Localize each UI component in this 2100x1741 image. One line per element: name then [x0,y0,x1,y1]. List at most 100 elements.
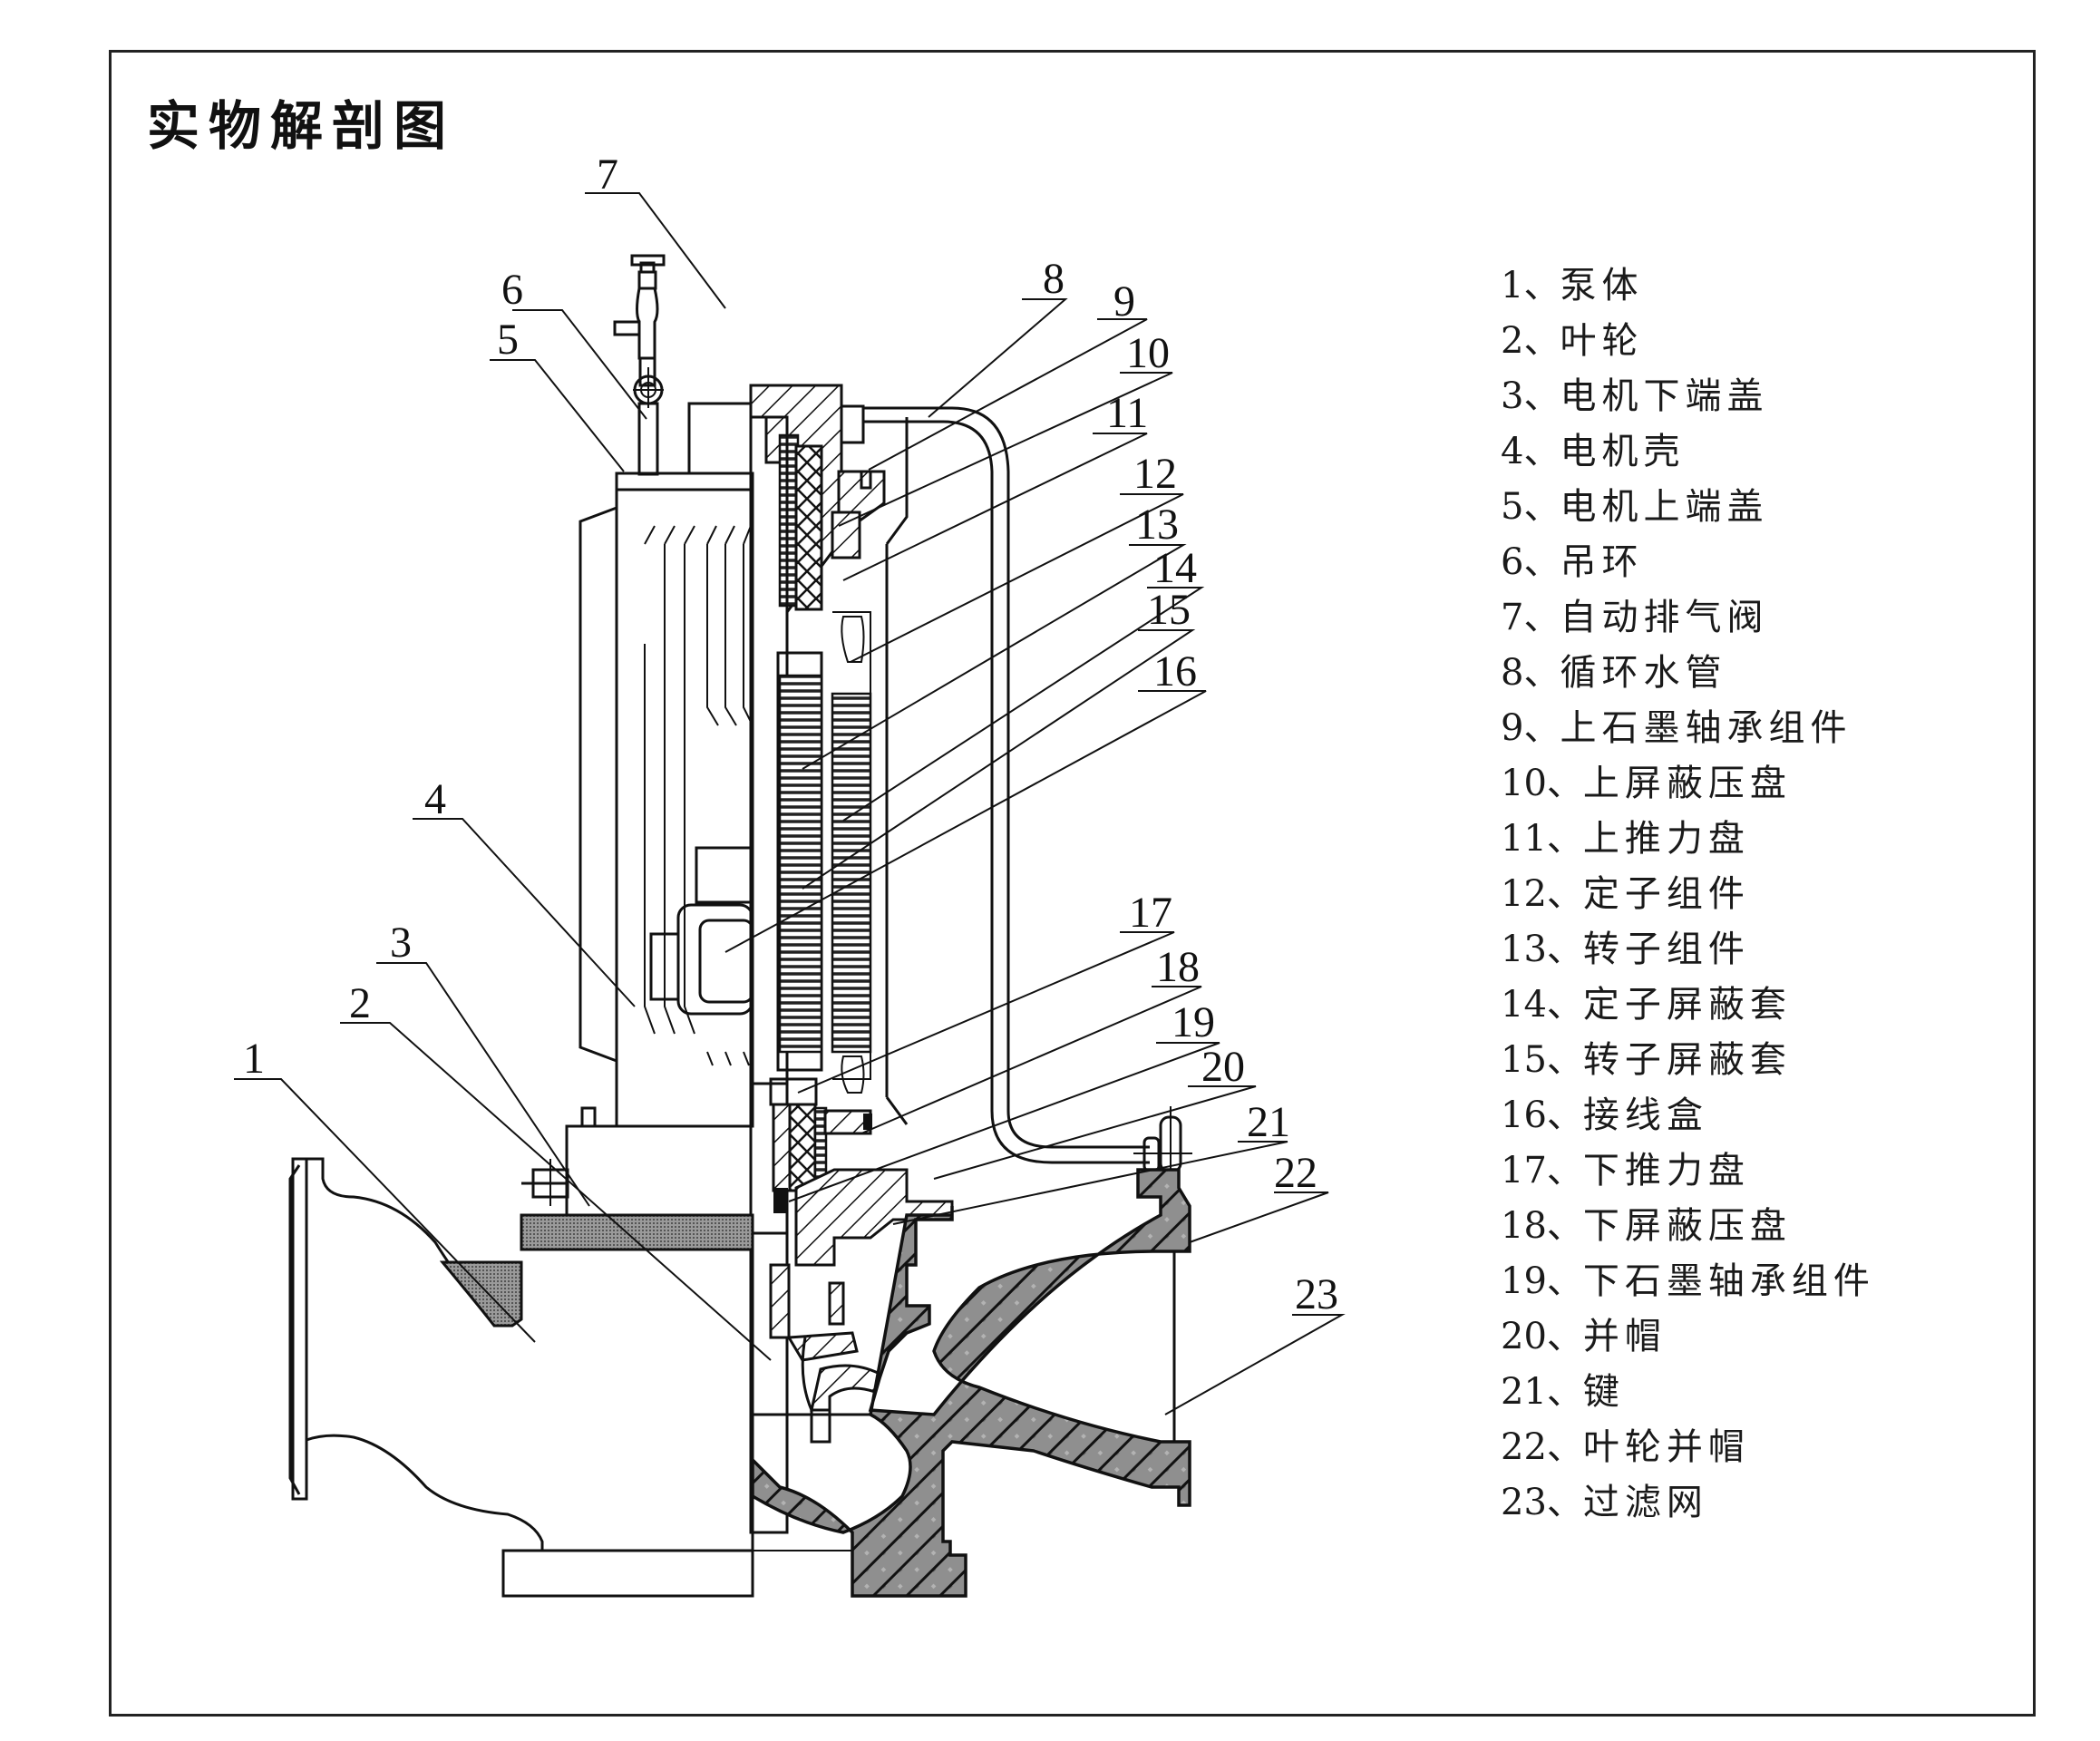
callout-9: 9 [1113,277,1135,326]
legend-number: 16、 [1501,1094,1583,1136]
legend-part-name: 电机下端盖 [1560,375,1769,417]
motor-housing [578,402,754,1128]
legend-item: 16、接线盒 [1501,1088,1875,1143]
diagram-frame [109,50,2036,1717]
callout-6: 6 [501,266,523,314]
diagram-title: 实物解剖图 [147,95,456,157]
legend-number: 7、 [1501,597,1560,638]
legend-number: 23、 [1501,1482,1583,1523]
legend-number: 5、 [1501,486,1560,528]
legend-part-name: 接线盒 [1582,1094,1708,1136]
legend-item: 17、下推力盘 [1501,1143,1875,1199]
legend-number: 2、 [1501,320,1560,362]
legend-part-name: 叶轮 [1560,320,1644,362]
legend-part-name: 并帽 [1582,1316,1667,1357]
legend-item: 15、转子屏蔽套 [1501,1033,1875,1088]
legend-item: 8、循环水管 [1501,646,1875,701]
legend-item: 21、键 [1501,1365,1875,1420]
lower-end-cover [521,1106,753,1217]
vent-valve [613,254,666,387]
legend-item: 12、定子组件 [1501,867,1875,922]
legend-part-name: 叶轮并帽 [1582,1426,1750,1468]
legend-item: 5、电机上端盖 [1501,480,1875,535]
leader-lines [234,192,1346,1415]
legend-number: 22、 [1501,1426,1583,1468]
legend-item: 19、下石墨轴承组件 [1501,1254,1875,1309]
callout-18: 18 [1156,943,1200,991]
legend-part-name: 下屏蔽压盘 [1582,1205,1792,1247]
legend-part-name: 上屏蔽压盘 [1582,763,1792,804]
upper-bearing-housing [749,384,886,617]
callout-1: 1 [243,1035,265,1083]
legend-part-name: 下推力盘 [1582,1150,1750,1191]
motor-flange-band [520,1213,754,1251]
legend-number: 20、 [1501,1316,1583,1357]
legend-item: 9、上石墨轴承组件 [1501,701,1875,756]
legend-item: 14、定子屏蔽套 [1501,977,1875,1033]
legend-number: 4、 [1501,431,1560,472]
legend-number: 19、 [1501,1260,1583,1302]
legend-item: 4、电机壳 [1501,424,1875,480]
callout-13: 13 [1135,501,1179,549]
legend-part-name: 上推力盘 [1582,818,1750,860]
legend-part-name: 泵体 [1560,265,1644,306]
legend-number: 10、 [1501,763,1583,804]
legend-part-name: 过滤网 [1582,1482,1708,1523]
legend-item: 2、叶轮 [1501,314,1875,369]
legend-number: 8、 [1501,652,1560,694]
parts-legend: 1、泵体 2、叶轮 3、电机下端盖 4、电机壳 5、电机上端盖 6、吊环 7、自… [1501,258,1875,1531]
callout-17: 17 [1129,889,1172,937]
legend-part-name: 自动排气阀 [1560,597,1769,638]
callout-4: 4 [424,775,446,823]
legend-item: 18、下屏蔽压盘 [1501,1199,1875,1254]
rotor-stator [776,417,909,1125]
legend-item: 20、并帽 [1501,1309,1875,1365]
callout-5: 5 [497,316,519,364]
callout-11: 11 [1106,389,1148,437]
impeller [753,1337,907,1444]
callout-15: 15 [1147,586,1191,634]
legend-item: 13、转子组件 [1501,922,1875,977]
legend-number: 13、 [1501,929,1583,970]
callout-16: 16 [1153,647,1197,695]
legend-part-name: 上石墨轴承组件 [1560,707,1852,749]
legend-item: 23、过滤网 [1501,1475,1875,1531]
legend-item: 10、上屏蔽压盘 [1501,756,1875,812]
legend-part-name: 定子组件 [1582,873,1750,915]
legend-part-name: 键 [1582,1371,1625,1413]
legend-part-name: 吊环 [1560,541,1644,583]
legend-number: 6、 [1501,541,1560,583]
legend-part-name: 转子组件 [1582,929,1750,970]
callout-7: 7 [597,151,618,199]
legend-item: 3、电机下端盖 [1501,369,1875,424]
callout-21: 21 [1247,1098,1290,1146]
callout-19: 19 [1172,998,1215,1046]
legend-part-name: 下石墨轴承组件 [1582,1260,1875,1302]
callout-22: 22 [1274,1149,1317,1197]
legend-number: 9、 [1501,707,1560,749]
callout-14: 14 [1153,544,1197,592]
legend-item: 1、泵体 [1501,258,1875,314]
junction-box [649,846,754,1016]
legend-part-name: 电机上端盖 [1560,486,1769,528]
callout-2: 2 [349,979,371,1027]
legend-part-name: 循环水管 [1560,652,1727,694]
callout-8: 8 [1043,255,1065,303]
callout-3: 3 [390,919,412,967]
callout-numbers: 1 2 3 4 5 6 7 8 9 10 11 12 13 14 15 16 1… [243,151,1338,1318]
legend-item: 6、吊环 [1501,535,1875,590]
legend-number: 21、 [1501,1371,1583,1413]
circulation-pipe [863,406,1192,1181]
legend-number: 3、 [1501,375,1560,417]
lower-bearing-assembly [769,1077,954,1362]
legend-part-name: 定子屏蔽套 [1582,984,1792,1026]
callout-23: 23 [1295,1270,1338,1318]
legend-number: 1、 [1501,265,1560,306]
callout-10: 10 [1126,329,1170,377]
legend-number: 18、 [1501,1205,1583,1247]
callout-20: 20 [1201,1043,1245,1091]
legend-number: 15、 [1501,1039,1583,1081]
legend-part-name: 转子屏蔽套 [1582,1039,1792,1081]
legend-item: 7、自动排气阀 [1501,590,1875,646]
